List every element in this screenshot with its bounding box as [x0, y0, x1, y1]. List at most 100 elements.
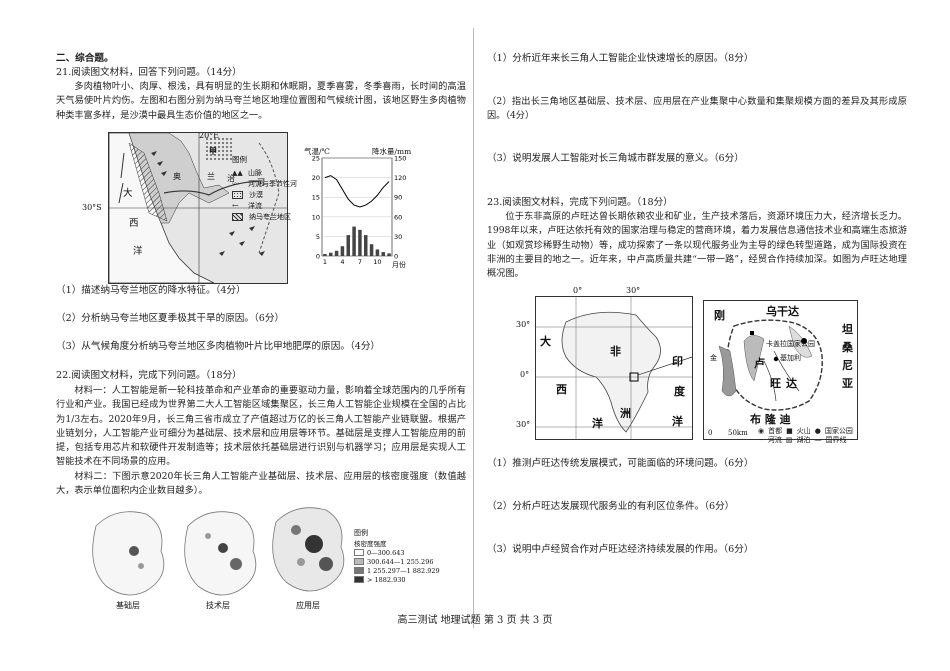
map-caption-app: 应用层 [296, 601, 320, 610]
congo-label: 刚 [714, 309, 725, 322]
tanzania-1: 坦 [842, 323, 853, 336]
q22-legend: 图例 核密度强度 0—300.643 300.644—1 255.296 1 2… [354, 528, 464, 584]
climate-x-tick: 7 [358, 258, 362, 266]
legend-item-current: ← 洋流 [232, 201, 262, 210]
scale-label: 50km [728, 429, 748, 437]
q21-question-2: （2）分析纳马夸兰地区夏季极其干旱的原因。（6分） [56, 313, 285, 324]
precip-bar [381, 252, 385, 256]
q23-question-1: （1）推测卢旺达传统发展模式，可能面临的环境问题。（6分） [487, 458, 754, 469]
legend-item-desert: 沙漠 [232, 189, 302, 200]
q22-material-2: 材料二：下图示意2020年长三角人工智能产业基础层、技术层、应用层的核密度强度（… [56, 471, 466, 497]
river-label-4: 河 [257, 178, 265, 187]
kigali-label: 基加利 [780, 354, 801, 362]
atlantic-2: 西 [556, 383, 567, 396]
precip-bar [323, 254, 327, 256]
park-icon: ● [814, 426, 821, 435]
q22-legend-title: 图例 [354, 529, 368, 537]
scale-zero: 0 [708, 429, 713, 437]
legend-capital: 首都 [768, 426, 783, 435]
africa-2: 洲 [620, 407, 631, 420]
climate-right-tick: 0 [394, 253, 398, 261]
yrd-density-maps-svg [92, 507, 345, 596]
legend-lake: 湖泊 [796, 435, 811, 444]
q22-question-2: （2）指出长三角地区基础层、技术层、应用层在产业集聚中心数量和集聚规模方面的差异… [487, 96, 907, 122]
arrow-icon: ← [232, 201, 239, 210]
climate-right-tick: 150 [394, 155, 406, 163]
lat-30n-label: 30° [516, 320, 531, 329]
river-label-1: 奥 [173, 172, 181, 181]
climate-x-tick: 10 [373, 258, 381, 266]
temperature-line [324, 175, 390, 208]
desert-icon [232, 190, 243, 199]
africa-map: 大 西 洋 非 洲 印 度 洋 [535, 296, 693, 440]
legend-item-mountain: ▲▲ 山脉 [232, 168, 262, 177]
q21-lon-label: 20°E [199, 132, 220, 140]
rwanda-map: 刚 乌干达 坦 桑 尼 亚 布 隆 迪 卢 旺 达 卡盖拉国家公园 基加利 金 … [703, 300, 858, 440]
river-label-3: 治 [227, 174, 235, 183]
q21-question-3: （3）从气候角度分析纳马夸兰地区多肉植物叶片比甲地肥厚的原因。（4分） [56, 341, 381, 352]
park-label: 卡盖拉国家公园 [766, 340, 815, 348]
swatch-icon [354, 549, 364, 556]
q23-text: 位于东非高原的卢旺达曾长期依赖农业和矿业，生产技术落后，资源环境压力大，经济增长… [487, 211, 907, 280]
column-divider [473, 28, 474, 628]
precip-bar [375, 249, 380, 256]
q22-question-1: （1）分析近年来长三角人工智能企业快速增长的原因。（8分） [487, 53, 754, 64]
precip-bar [364, 235, 368, 256]
legend-park: 国家公园 [824, 426, 853, 435]
q21-legend-title: 图例 [232, 155, 247, 164]
atlantic-1: 大 [540, 335, 551, 348]
precip-bar [334, 250, 339, 256]
uganda-label: 乌干达 [766, 305, 799, 318]
legend-item-level-2: 300.644—1 255.296 [354, 557, 464, 566]
africa-map-svg [536, 297, 692, 439]
precip-bar [340, 246, 345, 256]
climate-left-tick: 0 [316, 253, 320, 261]
q22-intro: 22.阅读图文材料，完成下列问题。（18分） [56, 370, 242, 381]
q21-intro: 21.阅读图文材料，回答下列问题。（14分） [56, 67, 242, 78]
climate-x-tick: 1 [323, 258, 327, 266]
atlantic-3: 洋 [592, 417, 603, 430]
climate-right-axis-label: 降水量/mm [372, 147, 412, 156]
lon-30-label: 30° [626, 286, 641, 295]
namaqualand-map-svg [109, 133, 287, 283]
climate-right-tick: 60 [394, 213, 402, 221]
climate-plot-frame [321, 157, 393, 257]
border-icon: — [814, 435, 822, 444]
mountain-icon: ▲▲ [232, 168, 243, 177]
climate-left-tick: 10 [312, 213, 320, 221]
namaqualand-map: 20°E 甲 大 西 洋 奥 兰 治 河 [108, 132, 288, 284]
precip-bar [352, 226, 356, 256]
legend-item-level-4: > 1882.930 [354, 575, 464, 584]
precip-bar [329, 252, 333, 256]
q21-ocean-3: 洋 [133, 246, 143, 257]
q22-question-3: （3）说明发展人工智能对长三角城市群发展的意义。（6分） [487, 153, 744, 164]
lake-icon: ▨ [785, 435, 793, 444]
capital-icon: ◉ [758, 426, 765, 435]
rwanda-3: 达 [786, 377, 797, 390]
climate-left-tick: 20 [312, 174, 320, 182]
q22-legend-sub: 核密度强度 [354, 540, 387, 548]
climate-right-tick: 120 [394, 174, 406, 182]
q23-intro: 23.阅读图文材料，完成下列问题。（18分） [487, 197, 673, 208]
climate-left-axis-label: 气温/℃ [304, 147, 330, 156]
precip-bar [358, 229, 362, 256]
rwanda-legend: ◉首都 ■火山 ●国家公园 ~河流 ▨湖泊 —国界线 [758, 426, 858, 444]
climate-x-label: 月份 [392, 261, 406, 269]
indian-3: 洋 [672, 415, 683, 428]
rwanda-1: 卢 [754, 357, 765, 370]
precip-bar [387, 253, 391, 256]
swatch-icon [354, 576, 364, 583]
africa-1: 非 [610, 345, 621, 358]
hatch-icon [232, 212, 243, 221]
yrd-density-maps: 基础层 技术层 应用层 图例 核密度强度 0—300.643 300.644—1… [82, 500, 462, 612]
legend-border: 国界线 [825, 435, 847, 444]
climate-x-tick: 4 [340, 258, 344, 266]
legend-item-level-3: 1 255.297—1 882.929 [354, 566, 464, 575]
legend-item-river: 〰 河流与季节性河 [232, 179, 297, 188]
q21-text: 多肉植物叶小、肉厚、根浅，具有明显的生长期和休眠期，夏季喜雾，冬季喜雨，长时间的… [56, 81, 466, 121]
rwanda-map-svg [718, 319, 823, 411]
river-label-2: 兰 [207, 172, 215, 181]
swatch-icon [354, 558, 364, 565]
q21-ocean-2: 西 [129, 218, 139, 229]
q21-legend: 图例 ▲▲ 山脉 〰 河流与季节性河 沙漠 ← 洋流 纳马夸兰地区 [232, 154, 302, 222]
